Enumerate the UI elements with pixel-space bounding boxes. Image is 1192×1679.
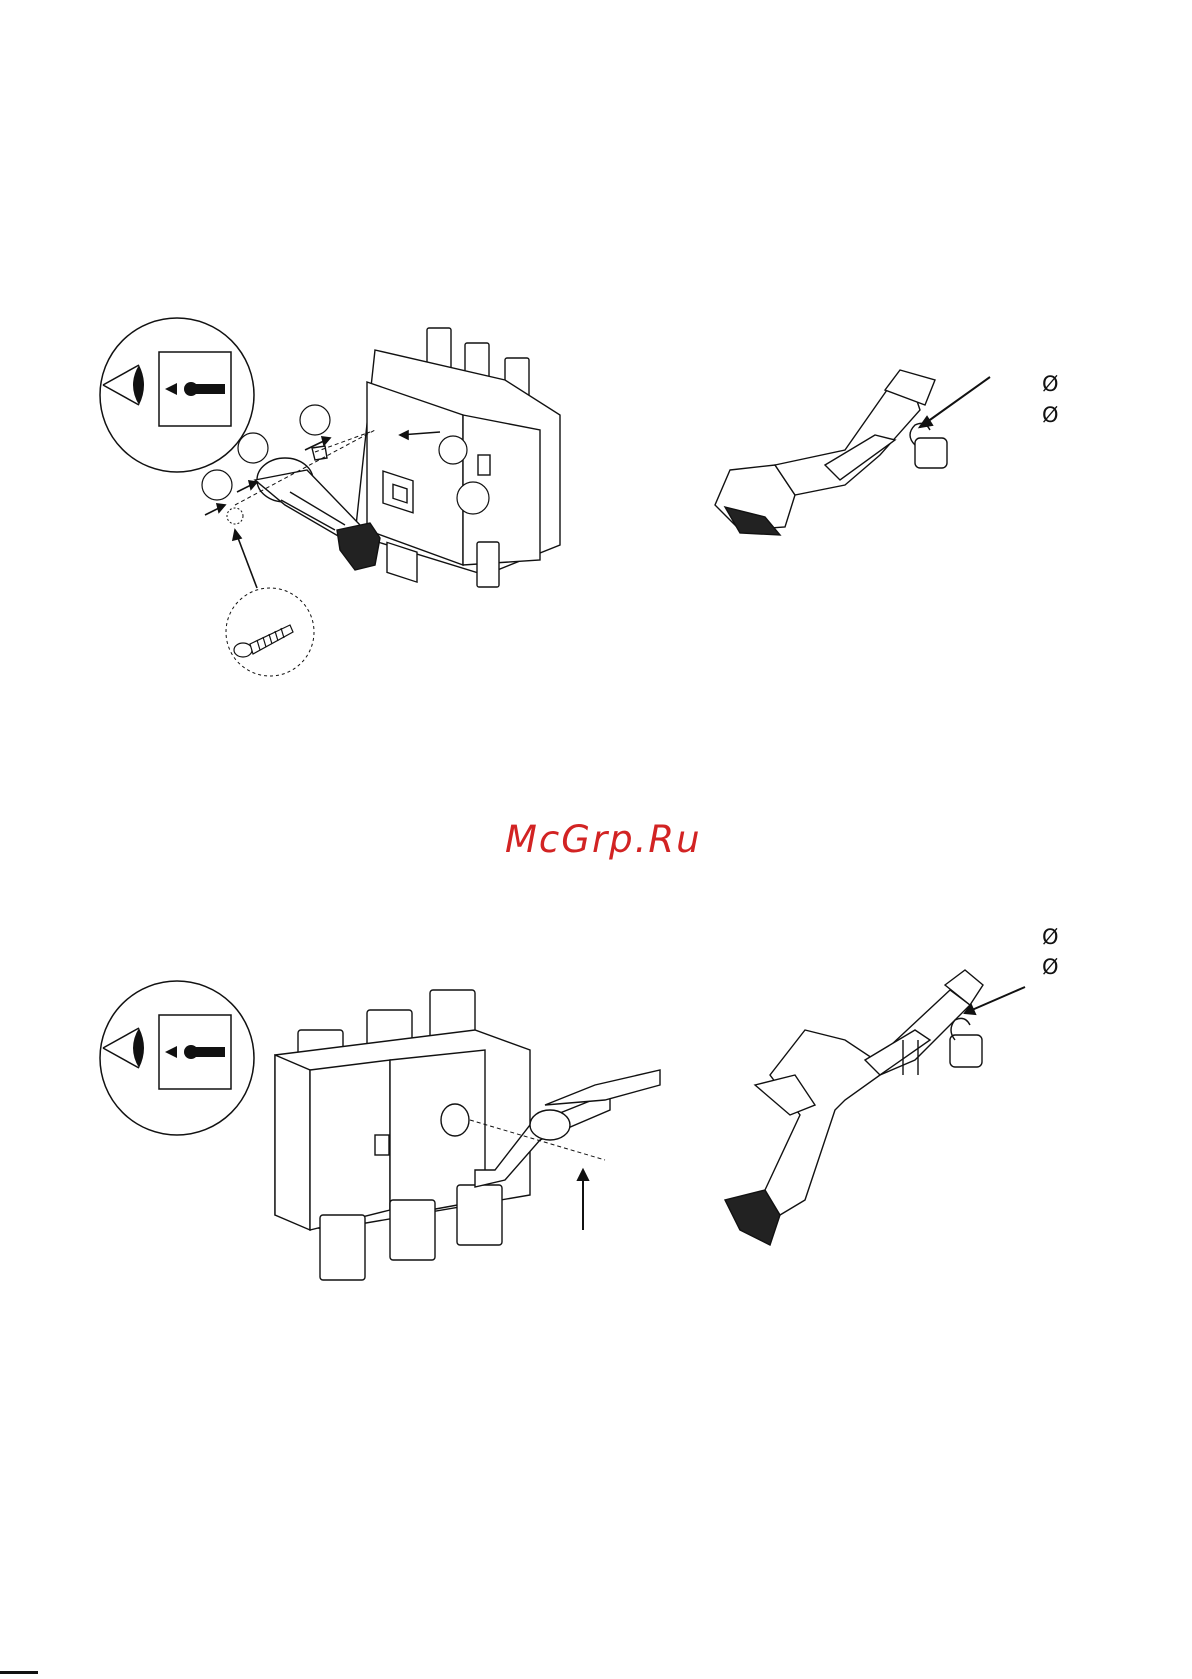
footer-bar [0, 1671, 38, 1674]
switch-with-handle-mounting [195, 320, 595, 720]
watermark: McGrp.Ru [505, 818, 702, 861]
diameter-symbol-3: Ø [1042, 925, 1059, 949]
diameter-symbol-4: Ø [1042, 955, 1059, 979]
switch-with-extended-handle [265, 975, 665, 1295]
eye-view-icon-bottom [97, 978, 257, 1138]
screw-detail-circle [226, 588, 314, 676]
extended-handle-with-padlock [715, 965, 1035, 1265]
diameter-symbol-1: Ø [1042, 372, 1059, 396]
handle-with-padlock [705, 355, 995, 565]
diameter-symbol-2: Ø [1042, 403, 1059, 427]
